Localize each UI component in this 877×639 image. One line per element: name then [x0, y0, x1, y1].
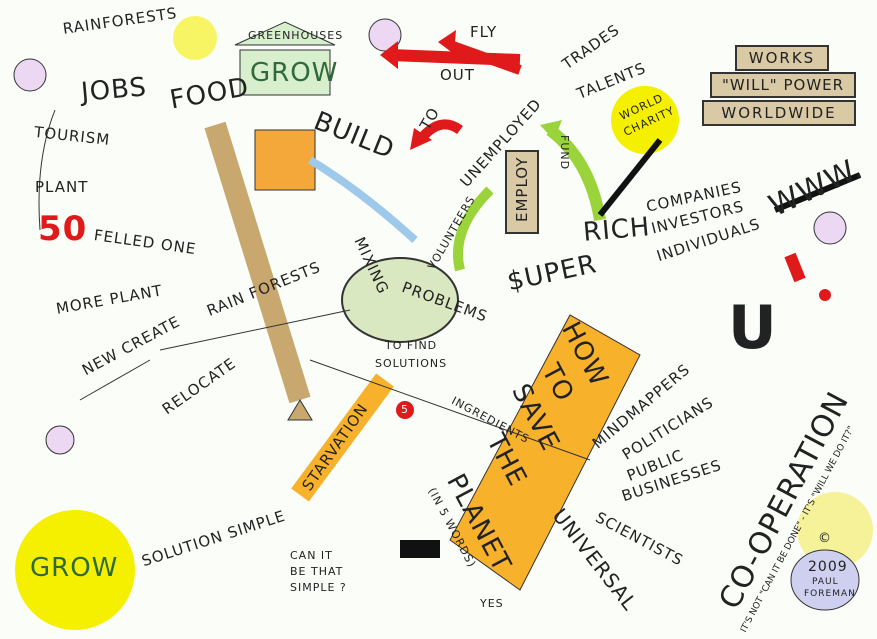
- jobs-label: JOBS: [79, 72, 149, 108]
- grow-circle: [15, 510, 135, 630]
- employ-label: EMPLOY: [513, 156, 531, 222]
- grow-label: GROW: [250, 58, 339, 88]
- exclamation-mark: [784, 252, 806, 283]
- credit-name-first: PAUL: [812, 577, 839, 587]
- worldwide-box: WORLDWIDE: [702, 100, 856, 126]
- fly-label: FLY: [470, 23, 498, 41]
- bricks-icon: [254, 129, 316, 191]
- u-label: U: [728, 293, 778, 363]
- out-label: OUT: [440, 66, 475, 84]
- yes-label: YES: [480, 597, 504, 610]
- world-charity-circle: [611, 86, 679, 154]
- employ-tag: EMPLOY: [505, 150, 539, 234]
- credit-name-last: FOREMAN: [804, 589, 856, 599]
- be-that-label: BE THAT: [290, 565, 344, 578]
- greenhouses-label: GREENHOUSES: [248, 29, 344, 42]
- flower-icon: [45, 425, 75, 455]
- simple-label: SIMPLE ?: [290, 581, 347, 594]
- solutions-label: SOLUTIONS: [375, 357, 448, 370]
- credit-year: 2009: [808, 559, 848, 575]
- green-arrow: [546, 125, 606, 222]
- will-power-box: "WILL" POWER: [710, 72, 856, 98]
- copyright-symbol: ©: [818, 531, 832, 546]
- greenhouse-icon: [239, 49, 331, 96]
- wooden-stake: [204, 121, 311, 404]
- flower-icon: [813, 211, 847, 245]
- can-it-label: CAN IT: [290, 549, 333, 562]
- flower-icon: [368, 18, 402, 52]
- flower-icon: [13, 58, 47, 92]
- works-box: WORKS: [735, 45, 829, 71]
- mixing-bowl: [341, 257, 459, 343]
- banner: [449, 314, 641, 591]
- fifty-label: 50: [38, 209, 88, 249]
- five-label: 5: [401, 403, 409, 416]
- sun-icon: [173, 16, 217, 60]
- plant-label: PLANT: [35, 178, 89, 196]
- rich-label: RICH: [581, 212, 652, 248]
- fund-label: FUND: [558, 135, 571, 171]
- lightbulb-glow: [797, 492, 873, 568]
- to-find-label: TO FIND: [385, 339, 438, 352]
- grow-circle-label: GROW: [30, 553, 119, 583]
- credit-cloud: [790, 549, 860, 611]
